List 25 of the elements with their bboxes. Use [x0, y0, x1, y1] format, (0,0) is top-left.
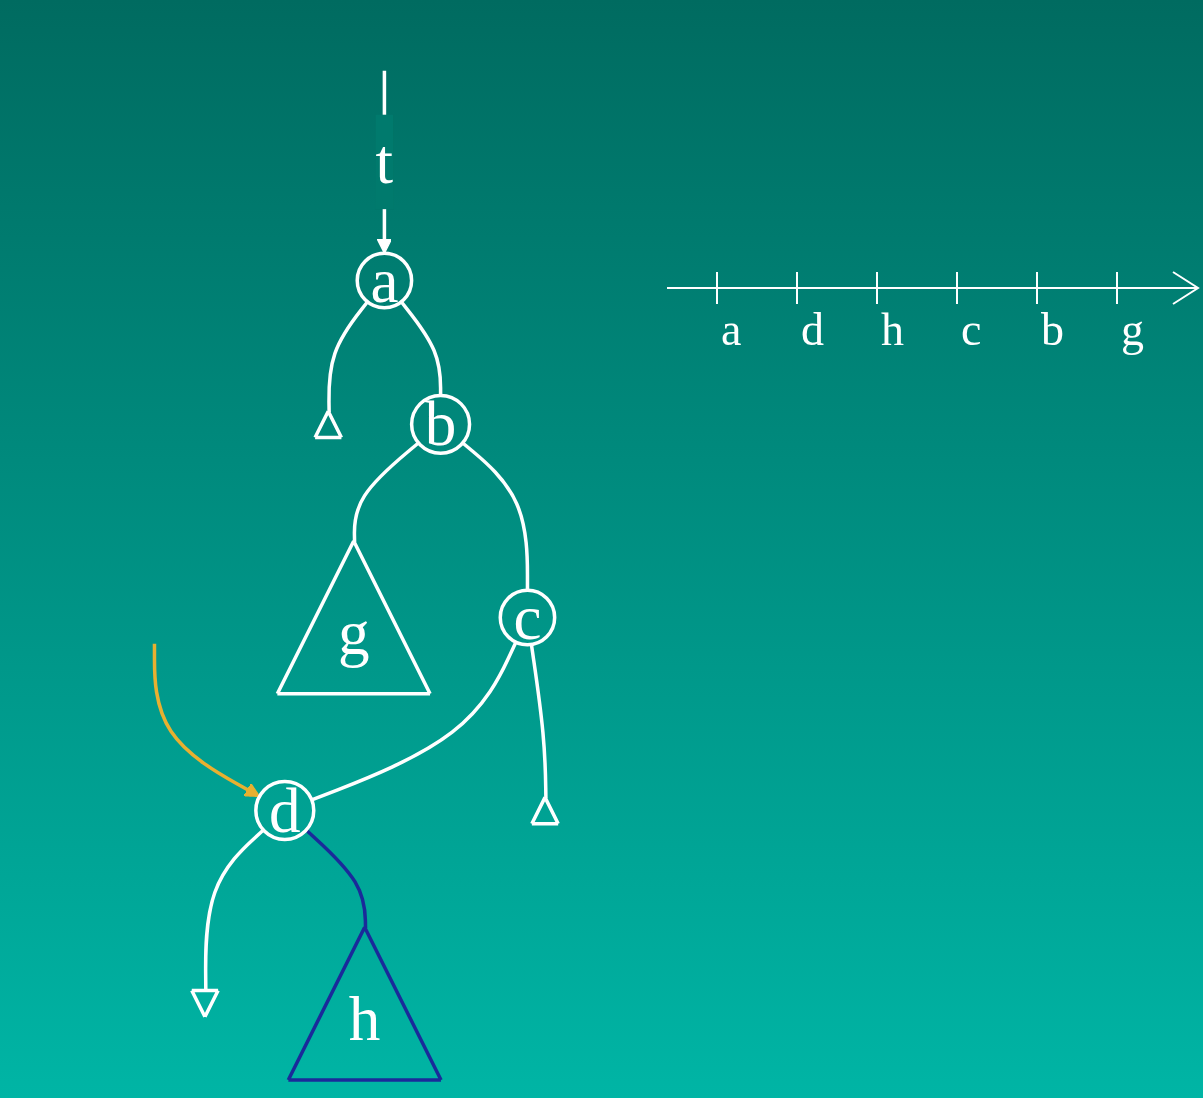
arrow — [152, 643, 261, 798]
connector — [327, 300, 369, 413]
node-triangle — [530, 795, 560, 826]
connector — [352, 441, 420, 542]
axis-label: h — [881, 305, 904, 355]
node-text: g — [337, 598, 370, 669]
connector — [529, 644, 548, 799]
axis-label: d — [801, 305, 824, 355]
connector — [203, 828, 265, 992]
axis-label: g — [1121, 305, 1144, 355]
node-text: h — [348, 984, 381, 1055]
connector — [305, 828, 368, 929]
connector — [461, 441, 530, 591]
node-circle: d — [254, 779, 316, 842]
node-triangle — [313, 409, 344, 440]
axis-label: b — [1041, 305, 1064, 355]
node-circle: a — [355, 251, 414, 310]
node-ground — [190, 988, 220, 1019]
edge-label: t — [375, 126, 394, 198]
connector — [311, 641, 518, 802]
connector — [399, 300, 443, 396]
node-circle: c — [498, 588, 557, 647]
node-circle: b — [409, 393, 472, 456]
axis-label: c — [961, 305, 982, 355]
axis-label: a — [721, 305, 742, 355]
